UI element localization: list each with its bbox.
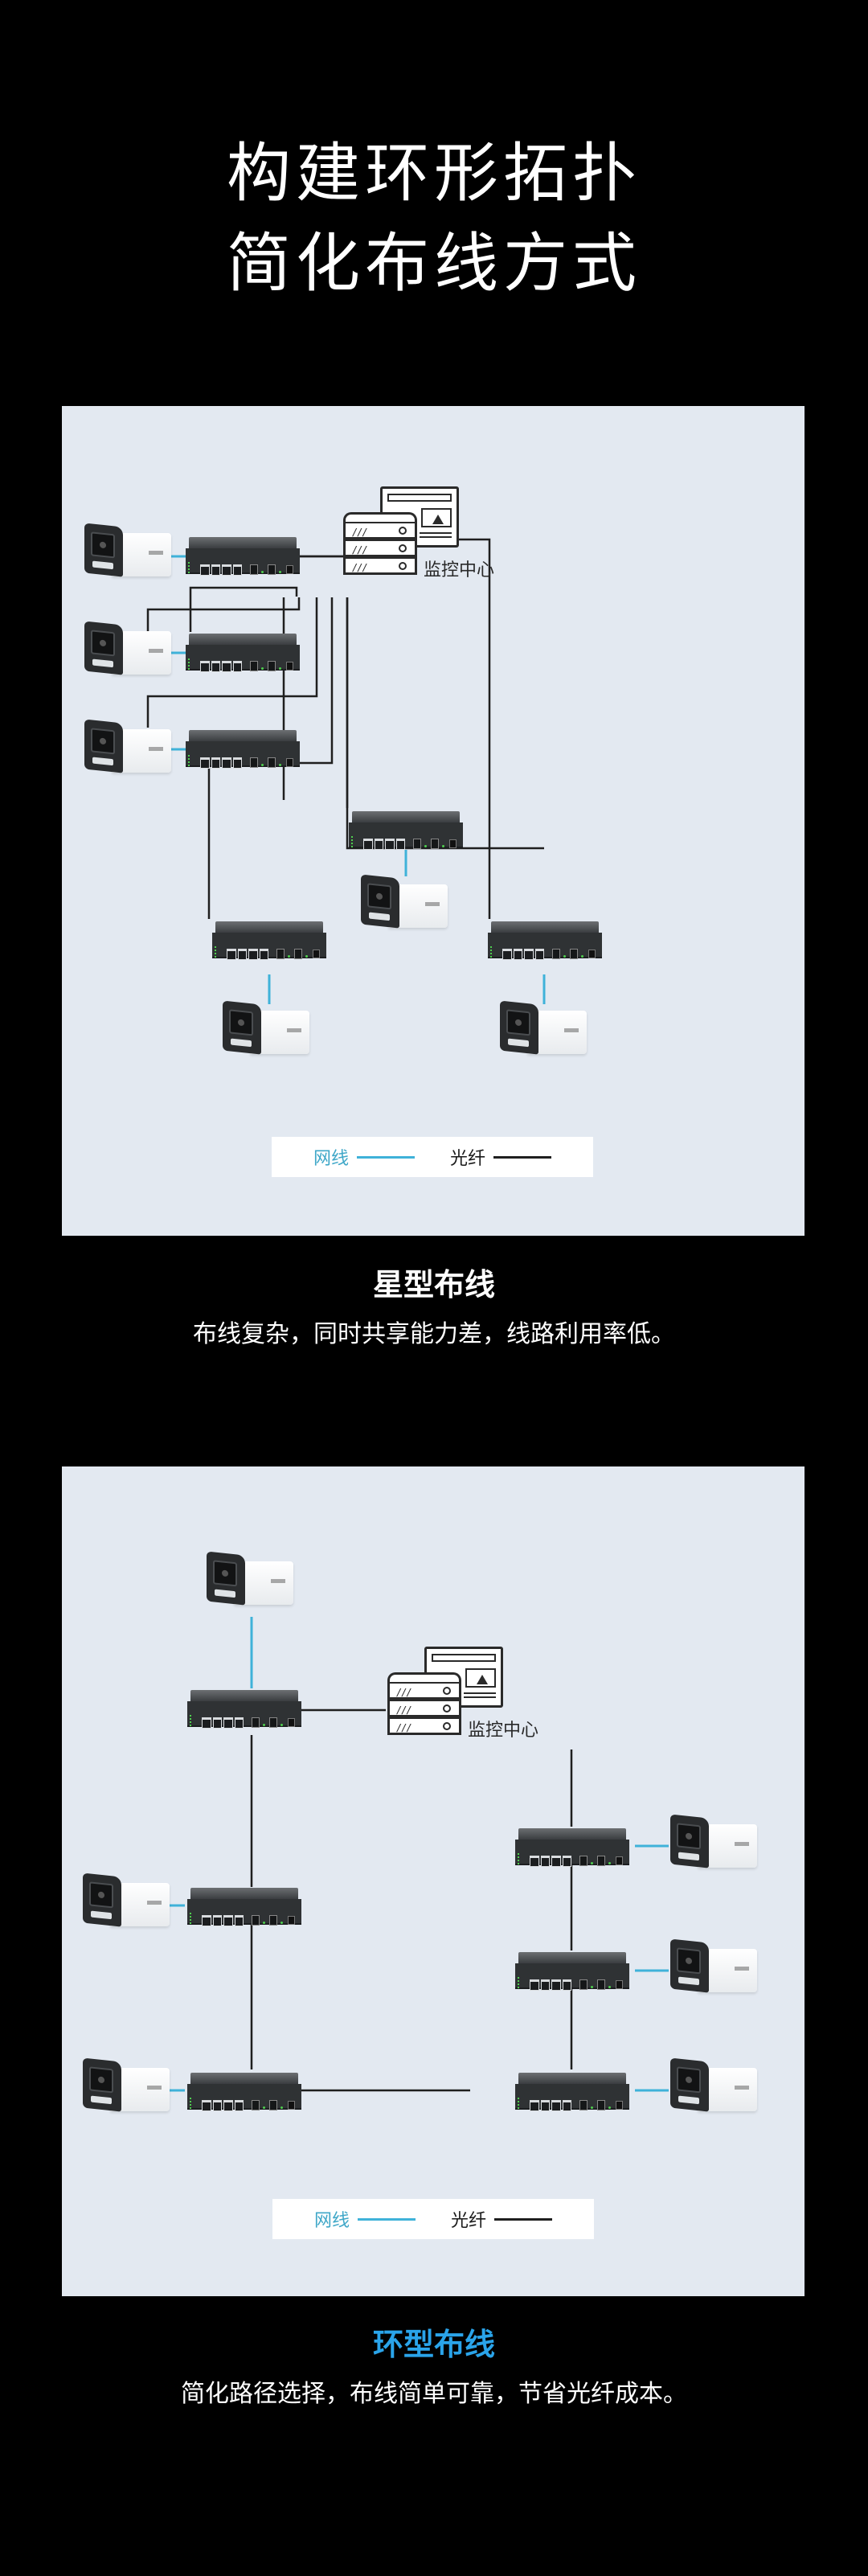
page-title: 构建环形拓扑 简化布线方式 [0,129,868,309]
camera [84,523,171,581]
ring-topology-diagram: /// /// /// 监控中心 网线 光纤 [62,1466,805,2296]
switch [515,1828,629,1867]
monitoring-center: /// /// /// 监控中心 [343,486,504,583]
ethernet-line-swatch [357,1155,415,1159]
camera [207,1551,293,1610]
ethernet-line-swatch [358,2217,416,2221]
camera [83,2057,170,2116]
switch [488,921,602,960]
legend-fiber: 光纤 [450,1144,552,1170]
legend: 网线 光纤 [272,2199,594,2239]
monitoring-center: /// /// /// 监控中心 [387,1647,548,1743]
camera [84,719,171,777]
fiber-line-swatch [494,2217,553,2221]
camera [83,1873,170,1931]
legend-fiber: 光纤 [451,2206,553,2232]
camera [223,1000,309,1059]
legend: 网线 光纤 [272,1137,593,1177]
switch [186,634,300,672]
camera [84,621,171,679]
star-title: 星型布线 [372,1267,495,1302]
ring-wiring [154,1617,669,2092]
legend-fiber-label: 光纤 [451,2211,487,2231]
star-description: 布线复杂，同时共享能力差，线路利用率低。 [193,1320,675,1348]
camera [500,1000,587,1059]
camera [670,2057,757,2116]
star-topology-diagram: /// /// /// 监控中心 网线 光纤 [62,406,805,1236]
switch [187,2073,301,2111]
ring-title: 环型布线 [372,2327,495,2362]
monitoring-center-label: 监控中心 [468,1721,539,1741]
switch [515,2073,629,2111]
camera [670,1814,757,1873]
switch [186,537,300,576]
legend-fiber-label: 光纤 [450,1149,486,1169]
switch [515,1952,629,1991]
switch [187,1690,301,1729]
ring-description: 简化路径选择，布线简单可靠，节省光纤成本。 [181,2380,687,2408]
legend-ethernet: 网线 [313,1144,415,1170]
camera [361,874,448,933]
title-line-2: 简化布线方式 [227,226,641,301]
server-rack-icon: /// /// /// [387,1672,461,1735]
fiber-line-swatch [493,1155,552,1159]
monitoring-center-label: 监控中心 [424,560,495,580]
star-caption: 星型布线 布线复杂，同时共享能力差，线路利用率低。 [0,1264,868,1352]
switch [186,730,300,769]
legend-ethernet: 网线 [314,2206,416,2232]
server-rack-icon: /// /// /// [343,512,417,575]
ring-caption: 环型布线 简化路径选择，布线简单可靠，节省光纤成本。 [0,2324,868,2412]
title-line-1: 构建环形拓扑 [227,136,641,211]
legend-ethernet-label: 网线 [313,1149,349,1169]
switch [212,921,326,960]
switch [187,1888,301,1926]
switch [349,811,463,850]
camera [670,1938,757,1997]
legend-ethernet-label: 网线 [313,2211,350,2231]
